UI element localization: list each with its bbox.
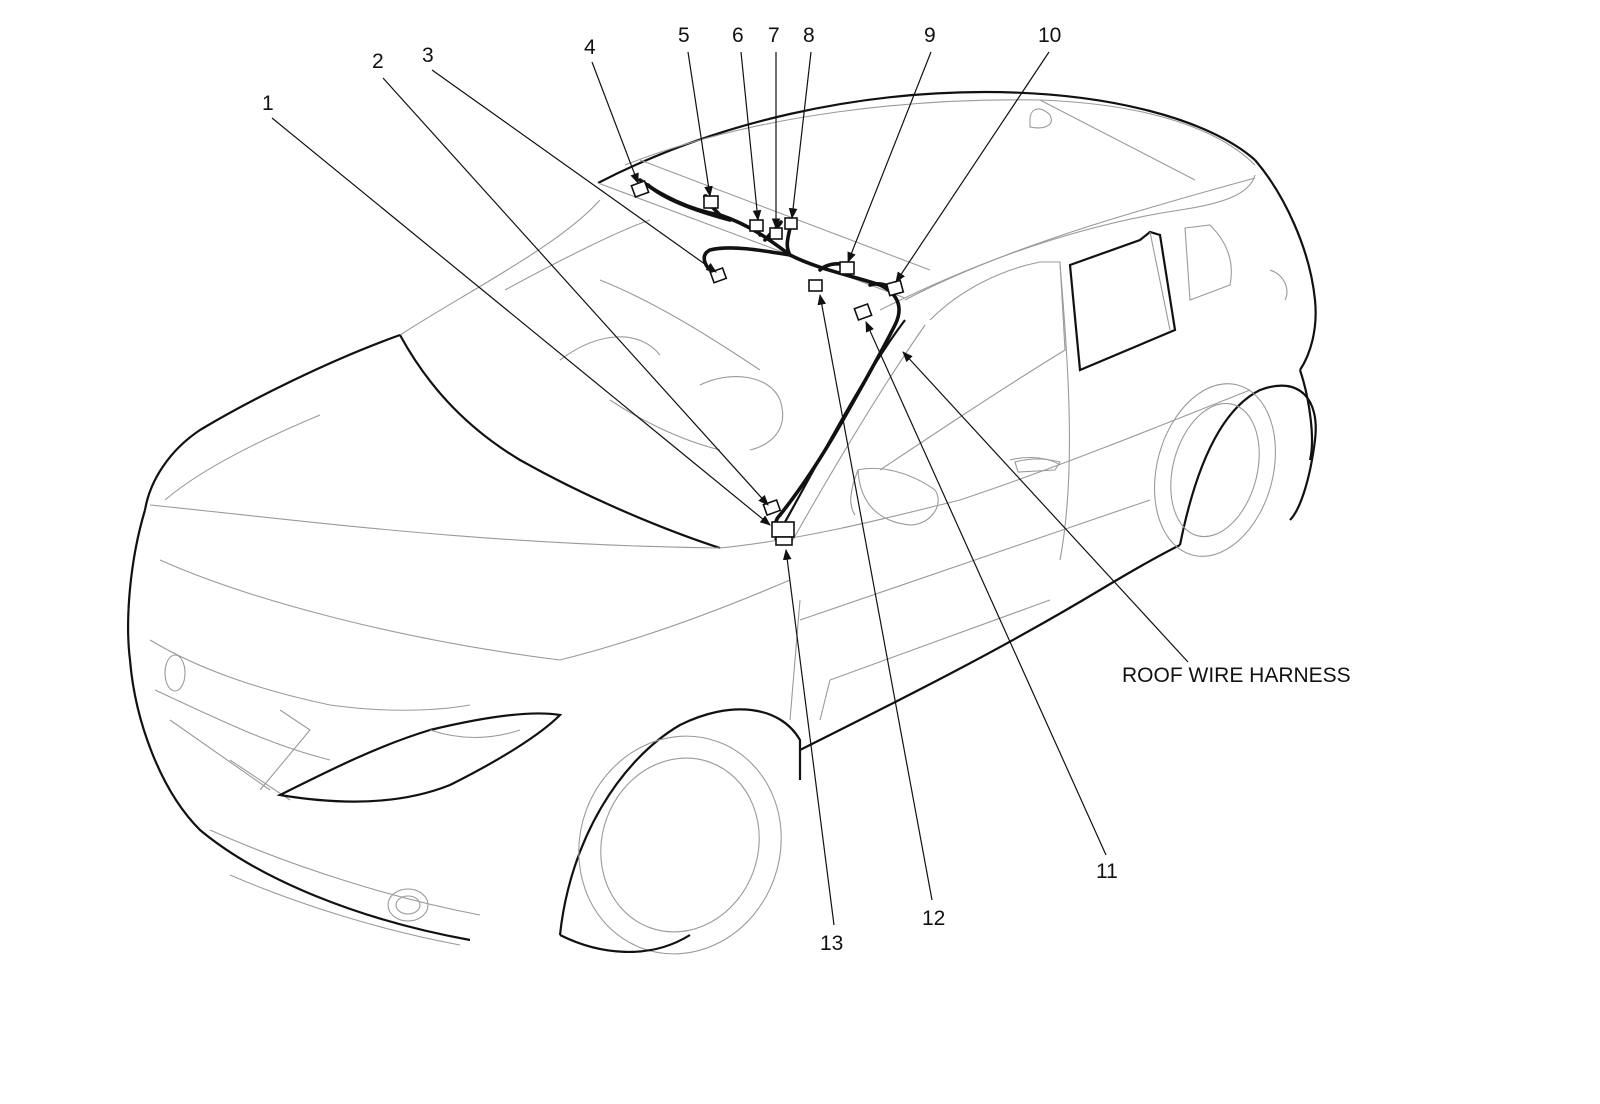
leader-11 (865, 321, 1107, 856)
leader-4 (591, 61, 639, 185)
callout-11: 11 (1096, 860, 1118, 883)
callout-10: 10 (1038, 24, 1061, 47)
callout-labels: 1 2 3 4 5 6 7 8 9 10 11 12 13 ROOF WIRE … (262, 24, 1351, 955)
connector-12 (808, 279, 823, 292)
connector-5 (703, 195, 719, 209)
callout-5: 5 (678, 24, 690, 47)
connector-1 (771, 521, 795, 538)
callout-8: 8 (803, 24, 815, 47)
callout-6: 6 (732, 24, 744, 47)
leader-12 (817, 293, 933, 901)
roof-wire-harness-label: ROOF WIRE HARNESS (1122, 664, 1351, 687)
car-body-illustration (127, 90, 1317, 955)
connector-13 (775, 536, 793, 546)
connector-7 (769, 227, 783, 240)
connector-9 (839, 261, 855, 275)
callout-12: 12 (922, 907, 945, 930)
callout-2: 2 (372, 50, 384, 73)
connector-6 (749, 219, 764, 232)
leader-5 (687, 51, 713, 198)
connector-4 (630, 179, 650, 199)
connector-11 (853, 302, 873, 322)
leader-lines (271, 51, 1189, 926)
callout-3: 3 (422, 44, 434, 67)
leader-13 (782, 548, 835, 926)
leader-3 (431, 69, 717, 273)
connector-10 (885, 279, 905, 297)
leader-10 (895, 51, 1050, 283)
leader-roof-wire-harness (902, 351, 1189, 663)
leader-1 (271, 117, 771, 526)
leader-9 (847, 51, 932, 264)
connector-8 (784, 217, 798, 230)
callout-4: 4 (584, 36, 596, 59)
leader-2 (382, 77, 769, 506)
leader-6 (740, 51, 762, 222)
leader-8 (788, 51, 812, 220)
callout-7: 7 (768, 24, 780, 47)
callout-13: 13 (820, 932, 843, 955)
callout-1: 1 (262, 92, 274, 115)
callout-9: 9 (924, 24, 936, 47)
